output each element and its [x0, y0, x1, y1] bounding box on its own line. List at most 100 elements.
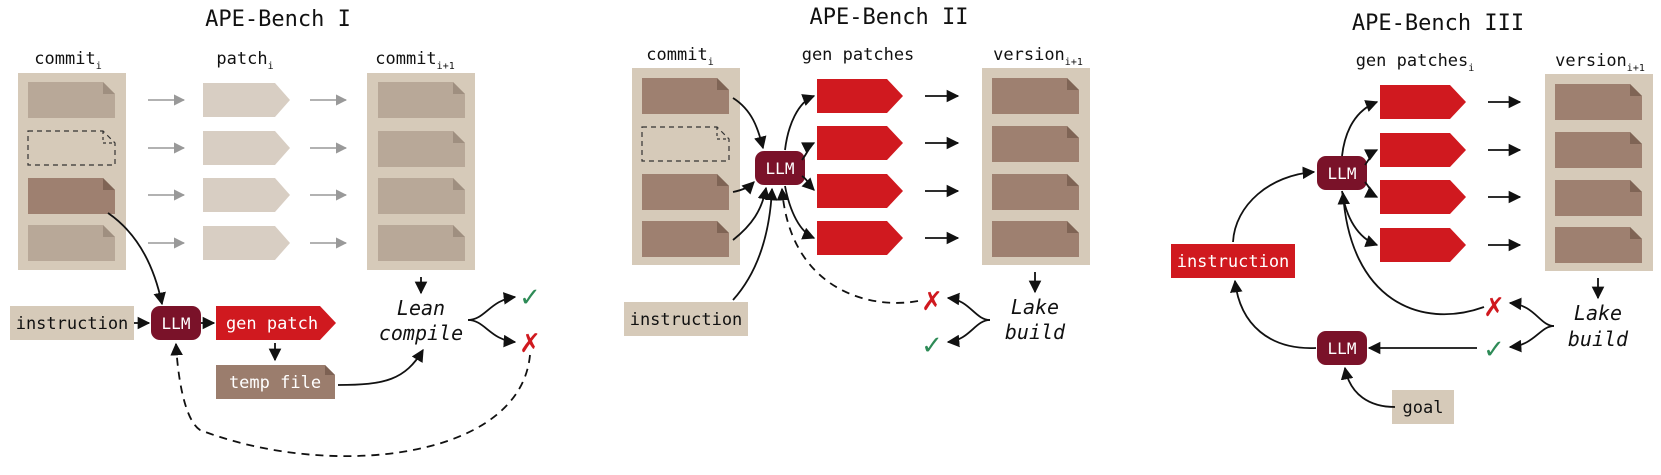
- gen-patch-shape: [817, 126, 903, 160]
- file-icon-dark: [992, 126, 1079, 162]
- empty-file-fold: [102, 131, 115, 144]
- panel-ape-bench-3: APE-Bench III gen patchesi versioni+1 LL…: [1171, 11, 1653, 424]
- file-fold: [717, 174, 729, 186]
- panel1-check-icon: ✓: [519, 283, 541, 313]
- panel3-version-files: [1555, 84, 1642, 263]
- file-icon-dark: [1555, 84, 1642, 120]
- panel3-arrows: [1230, 95, 1605, 408]
- empty-file-slot: [641, 126, 730, 162]
- panel2-commit-label: commiti: [646, 45, 713, 68]
- file-fold: [103, 178, 115, 190]
- file-fold: [1067, 78, 1079, 90]
- file-icon-dark: [1555, 180, 1642, 216]
- panel1-instruction-box: [10, 306, 134, 340]
- file-icon: [28, 225, 115, 261]
- panel3-lake-line2: build: [1568, 327, 1629, 351]
- file-fold: [1067, 126, 1079, 138]
- panel1-temp-file-label: temp file: [229, 373, 321, 393]
- panel3-instruction-box: [1171, 244, 1295, 278]
- file-fold: [717, 78, 729, 90]
- file-icon: [378, 131, 465, 167]
- file-icon: [378, 82, 465, 118]
- panel3-gen-patches-label: gen patchesi: [1356, 51, 1475, 74]
- file-fold: [103, 225, 115, 237]
- file-icon-dark: [642, 221, 729, 257]
- file-fold: [1067, 221, 1079, 233]
- panel2-gen-patches: [817, 79, 903, 255]
- gen-patch-shape: [1380, 180, 1466, 214]
- empty-file-slot: [27, 130, 116, 166]
- file-fold: [1630, 227, 1642, 239]
- panel-ape-bench-1: APE-Bench I commiti patchi commiti+1: [10, 7, 541, 458]
- panel3-instruction-label: instruction: [1177, 252, 1290, 272]
- panel3-title: APE-Bench III: [1352, 11, 1524, 36]
- file-icon: [378, 225, 465, 261]
- panel1-lean-line2: compile: [379, 321, 463, 345]
- panel3-version-label: versioni+1: [1555, 51, 1645, 74]
- panel2-arrows: [732, 89, 1042, 348]
- panel3-llm-top-node: [1317, 156, 1367, 190]
- panel1-patch-label: patchi: [216, 49, 273, 72]
- panel1-title: APE-Bench I: [205, 7, 351, 32]
- patch-arrow-shape: [203, 226, 290, 260]
- gen-patch-shape: [1380, 133, 1466, 167]
- panel1-llm-label: LLM: [162, 314, 191, 333]
- patch-arrow-shape: [203, 178, 290, 212]
- panel1-next-files: [378, 82, 465, 261]
- panel2-llm-label: LLM: [766, 159, 795, 178]
- file-fold: [453, 131, 465, 143]
- panel3-llm-bottom-label: LLM: [1328, 339, 1357, 358]
- file-fold: [1630, 84, 1642, 96]
- panel2-version-label: versioni+1: [993, 45, 1083, 68]
- gen-patch-shape: [817, 174, 903, 208]
- file-icon-dark: [28, 178, 115, 214]
- file-fold: [1067, 174, 1079, 186]
- panel3-gen-patches: [1380, 85, 1466, 262]
- file-fold: [453, 178, 465, 190]
- panel2-title: APE-Bench II: [810, 5, 969, 30]
- panel1-patches: [203, 83, 290, 260]
- panel1-next-commit-label: commiti+1: [375, 49, 454, 72]
- gen-patch-shape: [817, 221, 903, 255]
- panel2-lake-line2: build: [1005, 320, 1066, 344]
- file-fold: [1630, 132, 1642, 144]
- file-icon-dark: [992, 174, 1079, 210]
- panel1-gray-arrows: [148, 94, 348, 249]
- patch-arrow-shape: [203, 131, 290, 165]
- panel1-arrows: [107, 212, 531, 458]
- file-fold: [453, 225, 465, 237]
- panel1-cross-icon: ✗: [519, 329, 541, 359]
- panel3-cross-icon: ✗: [1483, 293, 1505, 323]
- file-icon-dark: [1555, 227, 1642, 263]
- file-icon-dark: [642, 174, 729, 210]
- file-icon-dark: [992, 221, 1079, 257]
- gen-patch-shape: [1380, 228, 1466, 262]
- panel1-lean-line1: Lean: [397, 296, 445, 320]
- panel2-lake-line1: Lake: [1011, 295, 1059, 319]
- panel1-gen-patch-label: gen patch: [226, 314, 318, 334]
- panel2-cross-icon: ✗: [921, 287, 943, 317]
- panel3-goal-box: [1392, 390, 1454, 424]
- file-icon-dark: [992, 78, 1079, 114]
- patch-arrow-shape: [203, 83, 290, 117]
- file-fold: [453, 82, 465, 94]
- file-fold: [1630, 180, 1642, 192]
- panel2-check-icon: ✓: [921, 331, 943, 361]
- panel1-instruction-label: instruction: [16, 314, 129, 334]
- file-fold: [717, 221, 729, 233]
- empty-file-fold: [716, 127, 729, 140]
- panel2-llm-node: [755, 151, 805, 185]
- panel2-instruction-box: [624, 302, 748, 336]
- gen-patch-shape: [817, 79, 903, 113]
- panel1-gen-patch-shape: [216, 306, 336, 340]
- file-icon: [28, 82, 115, 118]
- panel3-lake-line1: Lake: [1574, 301, 1622, 325]
- temp-file-fold: [325, 365, 335, 375]
- panel3-check-icon: ✓: [1483, 335, 1505, 365]
- panel2-version-files: [992, 78, 1079, 257]
- panel1-commit-label: commiti: [34, 49, 101, 72]
- file-icon-dark: [642, 78, 729, 114]
- panel1-temp-file-shape: [216, 365, 335, 399]
- panel3-llm-top-label: LLM: [1328, 164, 1357, 183]
